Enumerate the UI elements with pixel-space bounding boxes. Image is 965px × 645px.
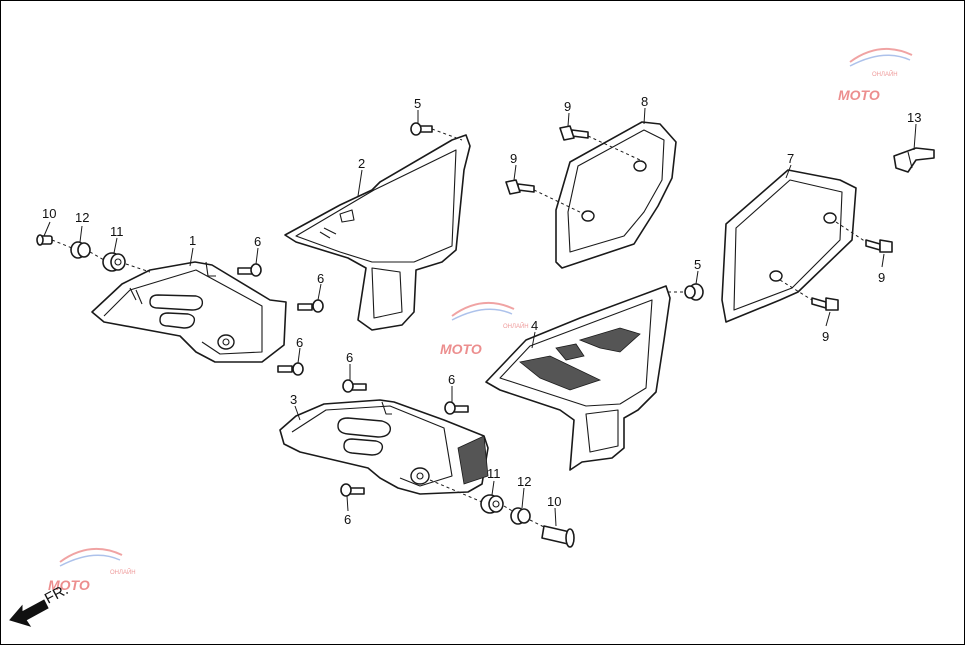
fastener-10-left bbox=[36, 234, 53, 246]
watermark-tagline: ОНЛАЙН bbox=[872, 70, 898, 78]
part-3-lower-bracket bbox=[279, 399, 489, 495]
bolt-9d bbox=[811, 297, 839, 311]
screw-6a bbox=[237, 263, 262, 277]
watermark-top-right: MOTO ОНЛАЙН bbox=[838, 47, 913, 103]
callout-5: 5 bbox=[414, 96, 421, 111]
callout-9: 9 bbox=[510, 151, 517, 166]
part-7-right-cover bbox=[721, 169, 857, 323]
bolt-9a bbox=[559, 125, 589, 141]
callout-6: 6 bbox=[448, 372, 455, 387]
callout-6: 6 bbox=[254, 234, 261, 249]
screw-6b bbox=[297, 299, 324, 313]
callout-11: 11 bbox=[110, 224, 124, 239]
leader-lines bbox=[43, 107, 917, 527]
callout-11: 11 bbox=[487, 466, 501, 481]
front-direction-indicator: FR. bbox=[9, 581, 71, 627]
callout-3: 3 bbox=[290, 392, 297, 407]
watermark-text: MOTO bbox=[440, 341, 482, 357]
screw-6e bbox=[444, 401, 469, 415]
assembly-lines bbox=[51, 128, 867, 529]
bolt-9b bbox=[505, 179, 535, 195]
watermark-bottom-left: MOTO ОНЛАЙН bbox=[48, 547, 136, 593]
part-2-left-side-panel bbox=[284, 134, 471, 331]
part-13-clip bbox=[893, 147, 935, 173]
arrow-icon bbox=[9, 599, 49, 627]
callout-10: 10 bbox=[547, 494, 561, 509]
callout-6: 6 bbox=[317, 271, 324, 286]
screw-6f bbox=[340, 483, 365, 497]
callout-6: 6 bbox=[344, 512, 351, 527]
fastener-11-right bbox=[480, 494, 504, 514]
callout-7: 7 bbox=[787, 151, 794, 166]
fastener-11-left bbox=[102, 252, 126, 272]
watermark-tagline: ОНЛАЙН bbox=[503, 322, 529, 330]
screw-6c bbox=[277, 362, 304, 376]
callout-9: 9 bbox=[564, 99, 571, 114]
watermark-center: MOTO ОНЛАЙН bbox=[440, 301, 529, 357]
callout-2: 2 bbox=[358, 156, 365, 171]
callout-1: 1 bbox=[189, 233, 196, 248]
watermark-tagline: ОНЛАЙН bbox=[110, 568, 136, 576]
watermark-text: MOTO bbox=[838, 87, 880, 103]
bolt-5a bbox=[410, 122, 433, 136]
callout-8: 8 bbox=[641, 94, 648, 109]
watermark-text: MOTO bbox=[48, 577, 90, 593]
part-8-upper-cover bbox=[555, 121, 677, 269]
callout-5: 5 bbox=[694, 257, 701, 272]
callout-12: 12 bbox=[75, 210, 89, 225]
callout-9: 9 bbox=[822, 329, 829, 344]
callout-12: 12 bbox=[517, 474, 531, 489]
bolt-5b bbox=[684, 283, 704, 301]
part-1-lower-bracket bbox=[91, 261, 287, 363]
callout-4: 4 bbox=[531, 318, 538, 333]
bolt-9c bbox=[865, 239, 893, 253]
callout-9: 9 bbox=[878, 270, 885, 285]
fastener-12-left bbox=[70, 241, 91, 259]
callout-6: 6 bbox=[296, 335, 303, 350]
callouts: 10 12 11 1 6 6 2 5 6 6 6 3 6 4 9 8 9 5 7… bbox=[42, 94, 921, 527]
callout-10: 10 bbox=[42, 206, 56, 221]
callout-13: 13 bbox=[907, 110, 921, 125]
fastener-12-right bbox=[510, 507, 531, 525]
screw-6d bbox=[342, 379, 367, 393]
part-4-right-side-panel bbox=[485, 285, 671, 471]
fastener-10-right bbox=[541, 525, 575, 548]
callout-6: 6 bbox=[346, 350, 353, 365]
